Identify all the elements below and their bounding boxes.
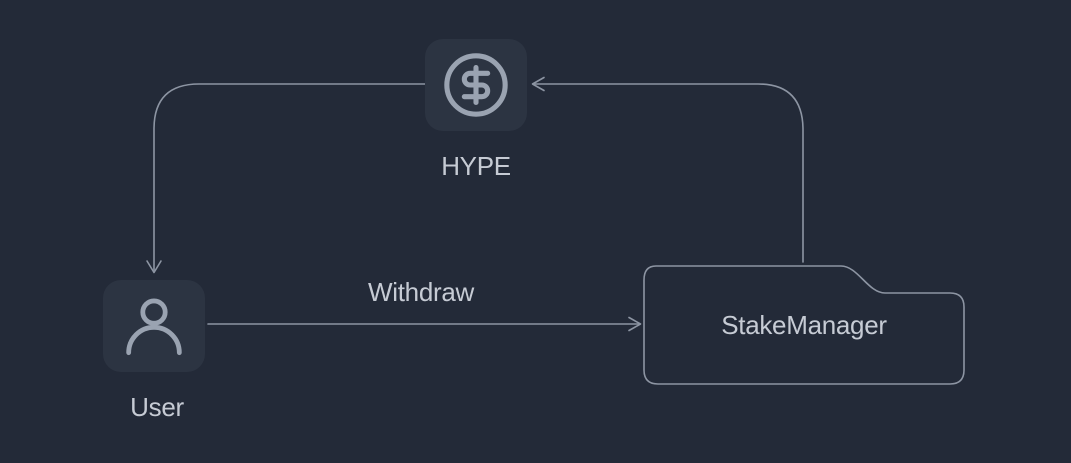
node-hype[interactable] [425,39,527,131]
edge-hype-to-user-line [153,83,426,271]
node-stake-manager-shape[interactable] [643,265,965,385]
edge-stake-to-hype-arrowhead [531,76,545,92]
node-user[interactable] [103,280,205,372]
node-stake-manager[interactable]: StakeManager [644,266,964,384]
edge-hype-to-user-arrowhead [146,260,162,274]
edge-stake-to-hype-line [534,83,804,263]
node-stake-manager-label: StakeManager [721,310,887,340]
dollar-circle-icon [444,53,508,117]
edge-withdraw-arrowhead [628,316,642,332]
user-icon [126,298,182,356]
